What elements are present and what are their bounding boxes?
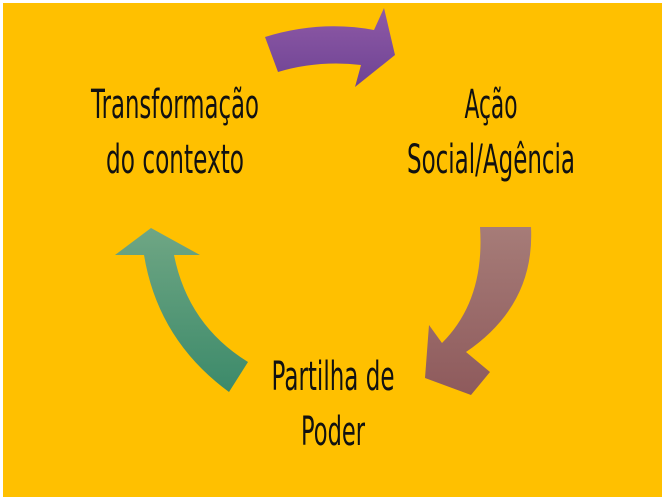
node-acao-line2: Social/Agência [407, 137, 575, 183]
arrow-partilha-to-transformacao [115, 228, 248, 392]
node-partilha-line2: Poder [301, 409, 365, 455]
arrow-transformacao-to-acao [265, 8, 395, 87]
node-transformacao-line2: do contexto [106, 137, 244, 183]
arrow-acao-to-partilha [425, 227, 532, 395]
node-transformacao-line1: Transformação [90, 82, 259, 128]
background [3, 3, 662, 497]
node-partilha-line1: Partilha de [272, 354, 395, 400]
node-acao-line1: Ação [465, 82, 518, 128]
